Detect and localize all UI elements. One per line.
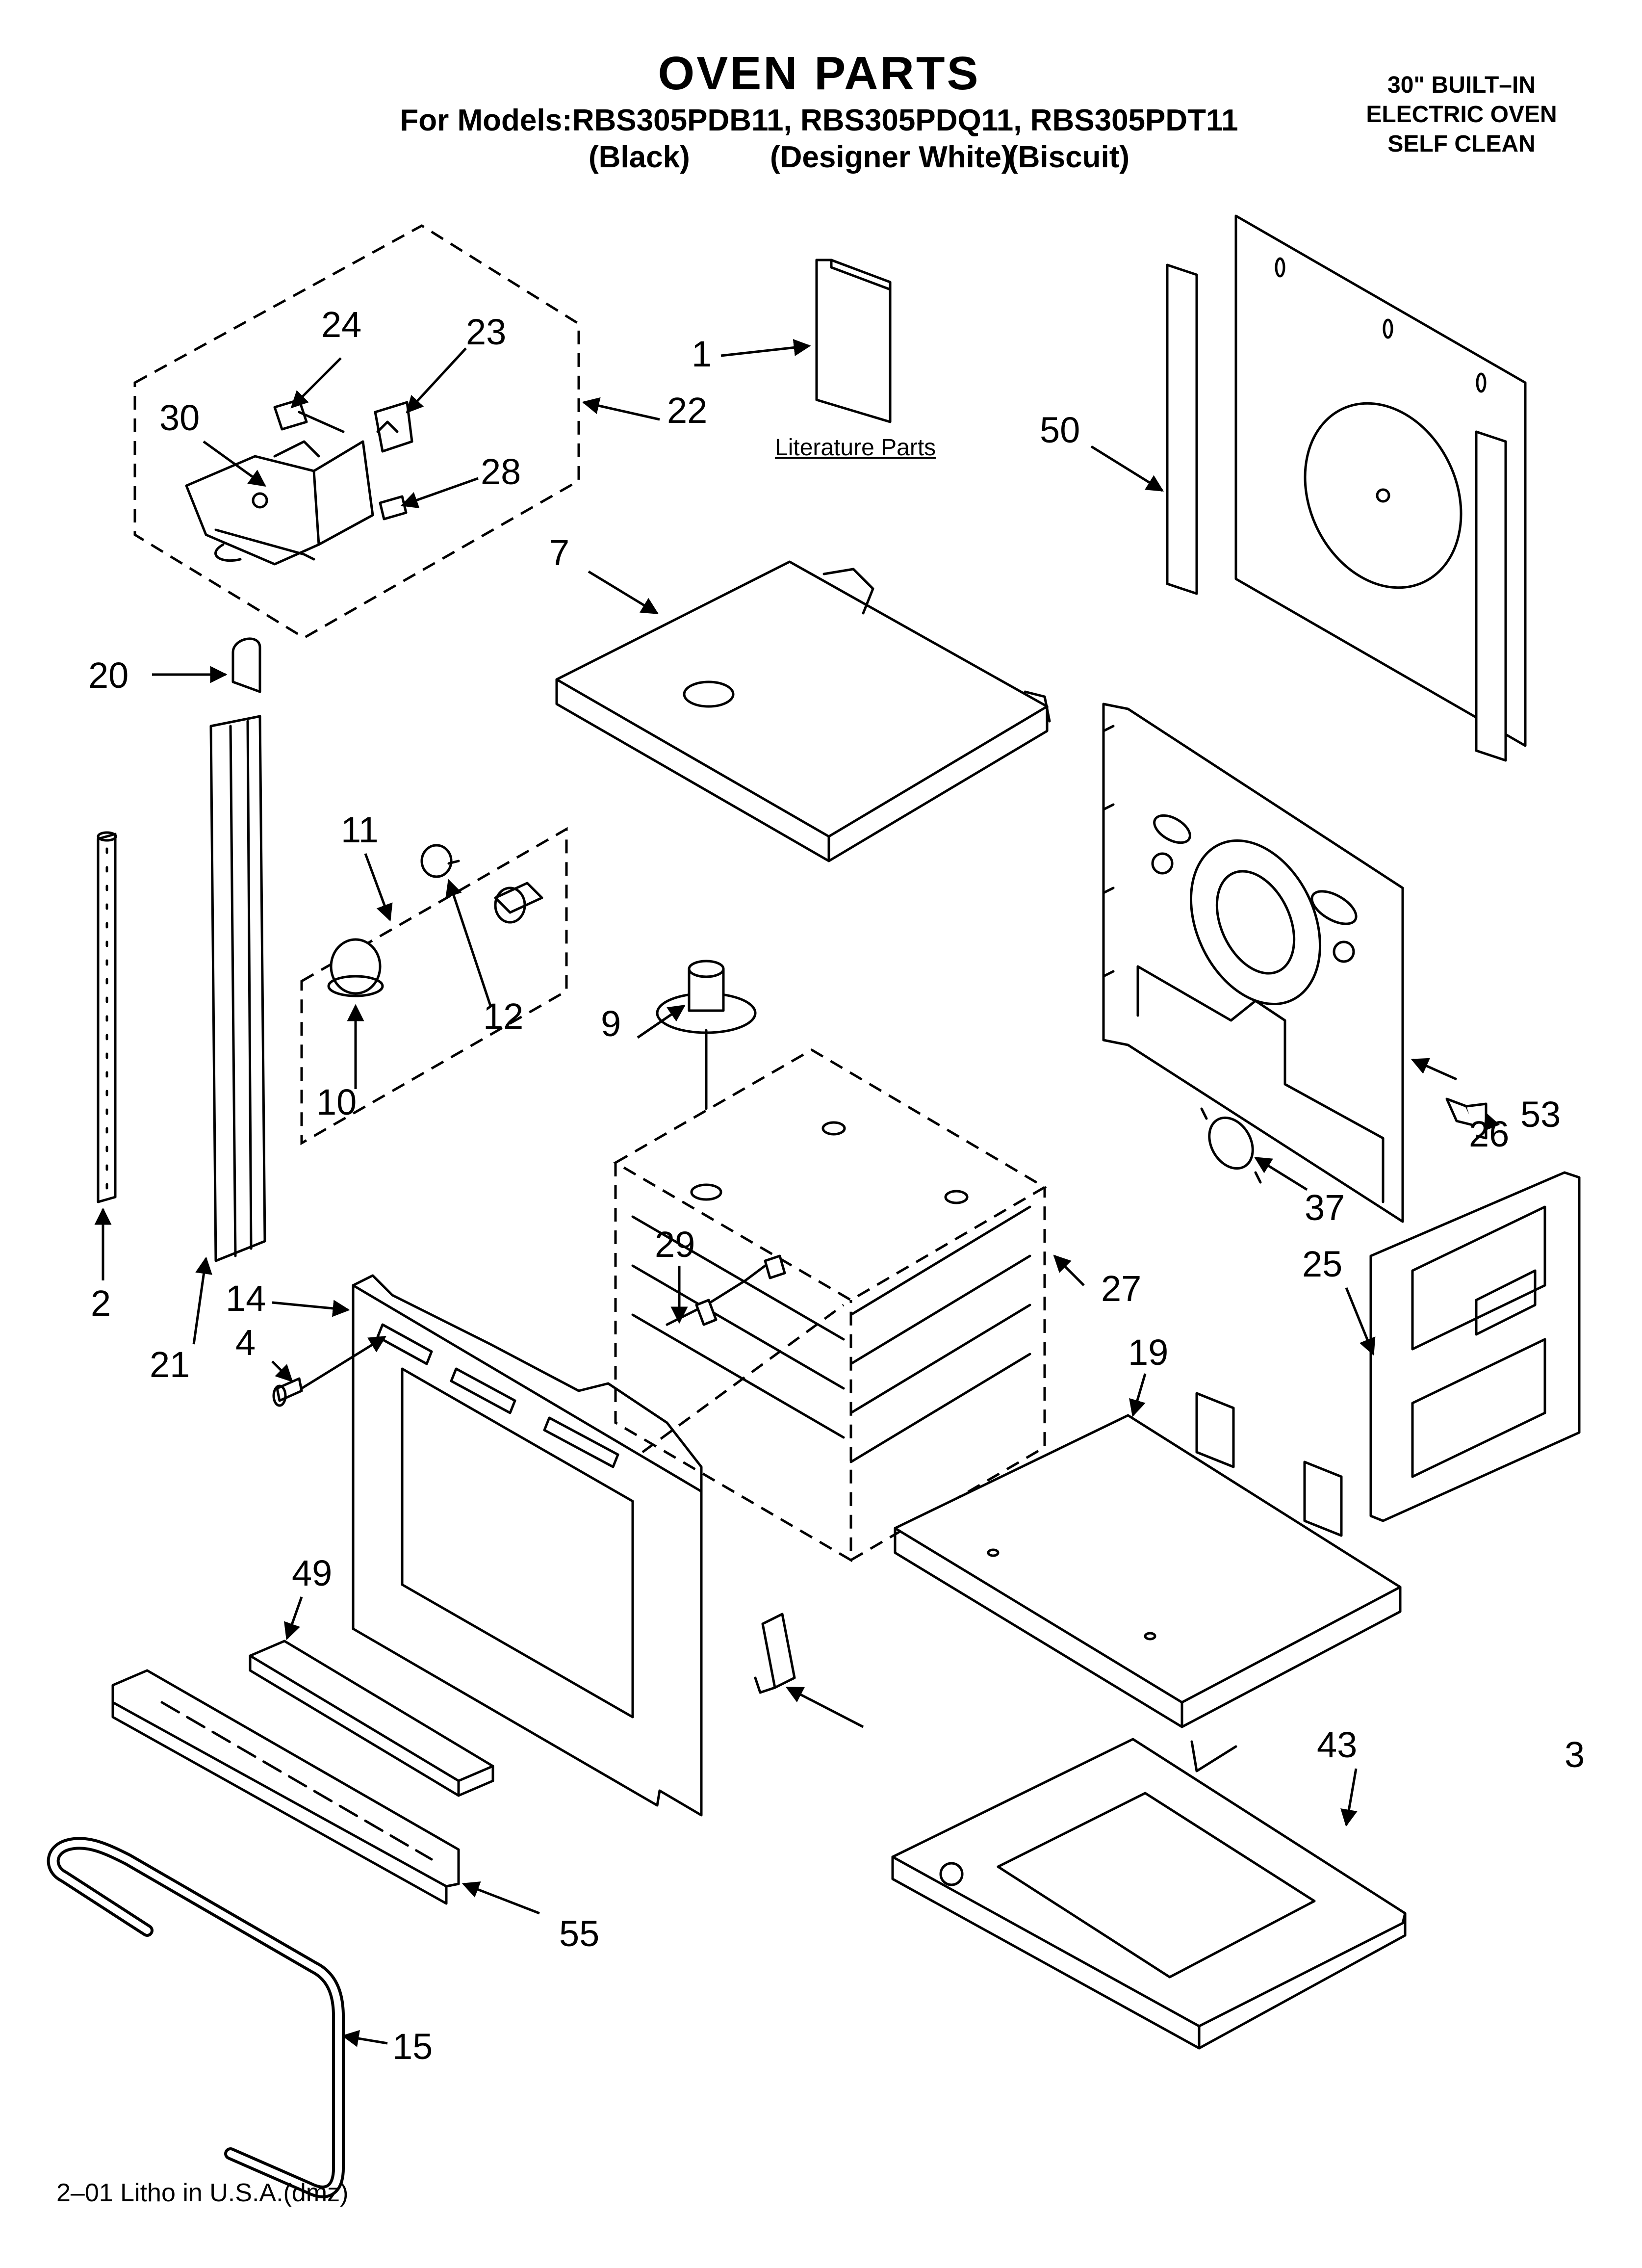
callout-1: 1 xyxy=(692,334,712,374)
callout-29: 29 xyxy=(655,1224,695,1265)
vent-trim-part-55 xyxy=(111,1669,460,1905)
side-trim-part-21 xyxy=(209,715,266,1262)
callout-30: 30 xyxy=(159,397,200,438)
oven-front-frame xyxy=(352,1274,703,1817)
bottom-cover xyxy=(894,1392,1402,1728)
side-support-panel xyxy=(1102,703,1404,1223)
light-assembly xyxy=(300,827,568,1146)
callout-4: 4 xyxy=(235,1322,256,1363)
callout-11: 11 xyxy=(341,809,379,850)
right-side-panel xyxy=(1369,1171,1581,1522)
switch-part-24 xyxy=(273,398,345,433)
callout-37: 37 xyxy=(1305,1187,1345,1228)
switch-part-28 xyxy=(379,495,408,521)
oven-type-line-2: ELECTRIC OVEN xyxy=(1366,102,1557,128)
callout-53: 53 xyxy=(1520,1094,1561,1135)
callout-12: 12 xyxy=(483,996,524,1037)
callout-2: 2 xyxy=(91,1283,111,1324)
page-title: OVEN PARTS xyxy=(658,47,980,100)
color-designer-white: (Designer White) xyxy=(770,140,1012,174)
callout-7: 7 xyxy=(549,532,570,573)
model-numbers: For Models:RBS305PDB11, RBS305PDQ11, RBS… xyxy=(400,104,1238,137)
color-biscuit: (Biscuit) xyxy=(1008,140,1129,174)
screw-part-4 xyxy=(272,1377,303,1407)
callout-19: 19 xyxy=(1128,1332,1169,1373)
callout-49: 49 xyxy=(292,1553,333,1593)
oven-type-line-1: 30" BUILT–IN xyxy=(1387,72,1536,98)
clip-part-53 xyxy=(1445,1097,1488,1140)
litho-footer: 2–01 Litho in U.S.A.(dmz) xyxy=(56,2179,349,2207)
callout-55: 55 xyxy=(559,1913,600,1954)
callout-25: 25 xyxy=(1302,1244,1343,1284)
oven-type-line-3: SELF CLEAN xyxy=(1387,131,1536,157)
vent-part-9 xyxy=(656,960,757,1110)
switch-part-23 xyxy=(374,401,413,453)
callout-28: 28 xyxy=(481,451,521,492)
color-black: (Black) xyxy=(589,140,690,174)
bottom-tray xyxy=(891,1738,1407,2050)
rear-panel xyxy=(1166,214,1527,762)
callout-3: 3 xyxy=(1565,1734,1585,1775)
literature-booklet xyxy=(815,259,892,423)
bracket-part-3 xyxy=(754,1613,796,1694)
callout-10: 10 xyxy=(316,1082,357,1122)
door-gasket xyxy=(47,1837,345,2198)
callout-15: 15 xyxy=(392,2026,433,2067)
leader-lines xyxy=(94,339,1500,2047)
callout-20: 20 xyxy=(88,655,129,696)
oven-top-panel xyxy=(555,560,1051,862)
sensor-part-29 xyxy=(666,1254,786,1326)
callout-14: 14 xyxy=(226,1278,266,1319)
callout-21: 21 xyxy=(150,1344,190,1385)
callout-9: 9 xyxy=(601,1003,621,1044)
diagram-header: OVEN PARTS For Models:RBS305PDB11, RBS30… xyxy=(0,0,1642,186)
thermostat-part-37 xyxy=(1200,1107,1262,1184)
callout-43: 43 xyxy=(1317,1724,1358,1765)
end-cap-part-20 xyxy=(231,637,261,693)
control-bracket-assembly xyxy=(133,224,580,639)
callout-27: 27 xyxy=(1101,1268,1142,1309)
callout-50: 50 xyxy=(1040,410,1080,450)
callout-23: 23 xyxy=(466,312,507,352)
literature-parts-label: Literature Parts xyxy=(775,435,936,461)
trim-rail-part-2 xyxy=(97,831,117,1203)
callout-26: 26 xyxy=(1469,1114,1510,1154)
callout-24: 24 xyxy=(321,304,362,345)
lower-trim-part-49 xyxy=(249,1640,494,1797)
callout-22: 22 xyxy=(667,390,708,431)
